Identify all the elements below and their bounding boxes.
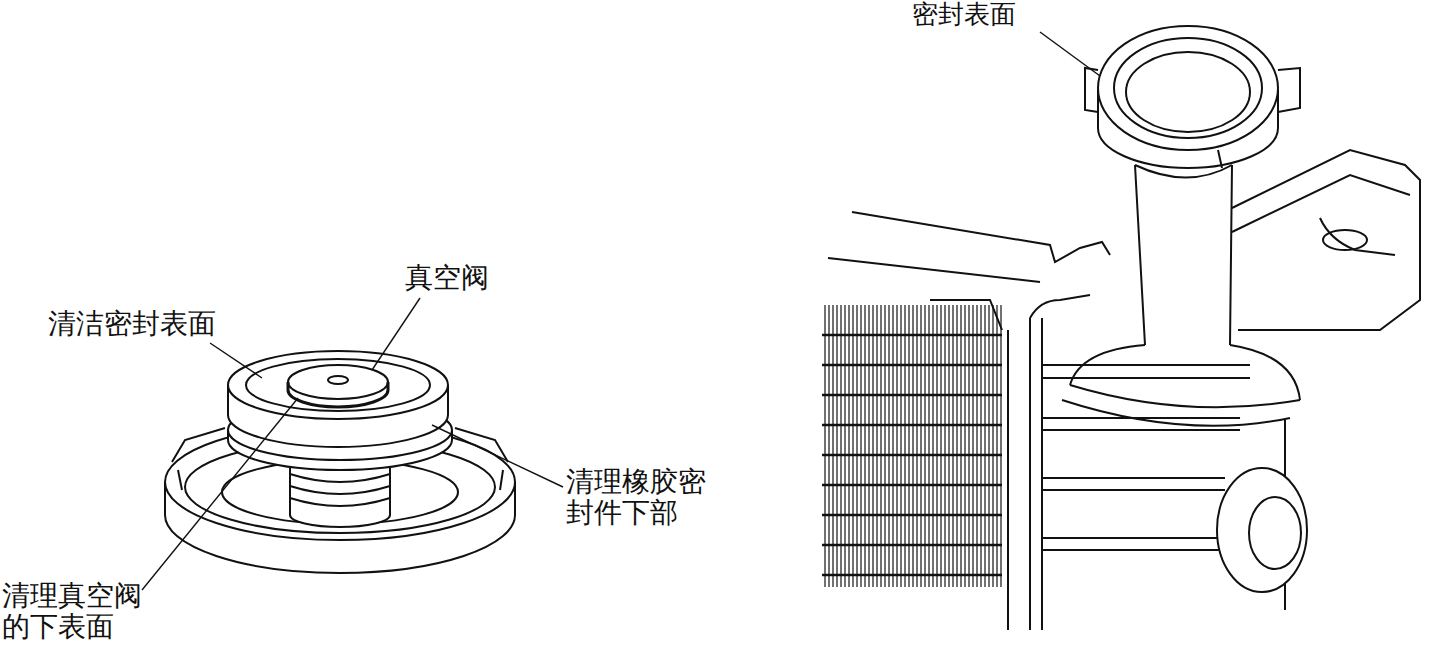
part-label: 清洁密封表面 — [48, 308, 216, 339]
leader-lines — [142, 32, 1100, 590]
part-label: 密封表面 — [912, 0, 1016, 29]
part-label: 清理真空阀 的下表面 — [2, 580, 162, 643]
part-label: 真空阀 — [405, 262, 489, 293]
part-label: 清理橡胶密 封件下部 — [566, 466, 726, 529]
radiator-cap — [165, 351, 515, 573]
radiator — [822, 26, 1420, 630]
